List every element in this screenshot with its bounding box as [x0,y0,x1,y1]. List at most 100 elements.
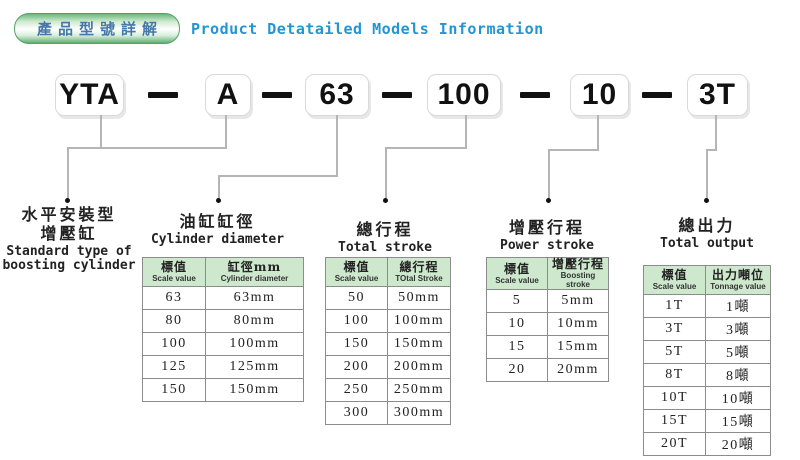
section-total-output: 總出力 Total output [637,216,777,251]
header-zh: 標值 [661,268,688,282]
value-cell: 125mm [205,355,304,379]
section-title-en: Cylinder diameter [150,232,285,247]
scale-cell: 250 [325,378,388,402]
header-zh: 標值 [343,260,370,274]
section-title-zh: 水平安裝型 [21,205,117,224]
scale-cell: 15T [643,409,706,433]
connector-line [225,115,227,149]
header-en: Scale value [334,274,379,283]
connector-line [465,115,467,149]
model-segment-box-type: A [205,74,251,116]
column-header-cylinder-diameter: 缸徑mm Cylinder diameter [205,257,304,287]
section-total-stroke: 總行程 Total stroke [315,220,455,255]
model-separator-dash [382,92,412,98]
model-segment-box-power: 10 [570,74,629,116]
connector-line [548,149,550,198]
cylinder-diameter-table: 標值 Scale value 缸徑mm Cylinder diameter 63… [142,257,304,402]
value-cell: 10噸 [705,386,771,410]
header-zh: 增壓行程 [551,257,604,271]
connector-line [385,147,387,198]
value-cell: 80mm [205,309,304,333]
value-cell: 100mm [205,332,304,356]
header-en: Tonnage value [710,282,766,291]
scale-cell: 80 [142,309,206,333]
value-cell: 20噸 [705,432,771,456]
table-header-row: 標值 Scale value 出力噸位 Tonnage value [643,265,771,295]
column-header-scale-value: 標值 Scale value [486,257,548,290]
connector-line [548,149,599,151]
model-separator-dash [642,92,672,98]
section-badge: 產品型號詳解 [14,13,180,44]
section-title-zh: 總行程 [356,220,414,239]
scale-cell: 10 [486,312,548,336]
value-cell: 8噸 [705,363,771,387]
section-title-en: Total output [660,236,754,251]
scale-cell: 125 [142,355,206,379]
model-segment-box-series: YTA [55,74,124,116]
section-title-en: Power stroke [500,238,594,253]
connector-line [218,175,220,198]
value-cell: 15噸 [705,409,771,433]
scale-cell: 20 [486,358,548,382]
bullet-dot [546,198,551,203]
column-header-scale-value: 標值 Scale value [325,257,388,287]
section-cylinder-diameter: 油缸缸徑 Cylinder diameter [135,212,300,247]
value-cell: 150mm [387,332,451,356]
header-zh: 缸徑mm [227,260,282,274]
scale-cell: 5 [486,289,548,313]
model-separator-dash [520,92,550,98]
section-standard-type: 水平安裝型 增壓缸 Standard type of boosting cyli… [0,205,138,273]
header-zh: 標值 [503,261,530,276]
header-en: Scale value [652,282,697,291]
value-cell: 300mm [387,401,451,425]
section-title-zh: 總出力 [678,216,736,235]
scale-cell: 8T [643,363,706,387]
value-cell: 250mm [387,378,451,402]
section-title-en: boosting cylinder [2,258,136,273]
scale-cell: 100 [142,332,206,356]
table-header-row: 標值 Scale value 缸徑mm Cylinder diameter [142,257,304,287]
scale-cell: 150 [142,378,206,402]
connector-line [385,147,467,149]
connector-line [336,115,338,177]
value-cell: 10mm [547,312,609,336]
value-cell: 20mm [547,358,609,382]
model-segment-box-output: 3T [687,74,748,116]
column-header-boosting-stroke: 增壓行程 Boosting stroke [547,257,609,290]
scale-cell: 200 [325,355,388,379]
value-cell: 3噸 [705,317,771,341]
section-power-stroke: 增壓行程 Power stroke [477,218,617,253]
value-cell: 150mm [205,378,304,402]
scale-cell: 300 [325,401,388,425]
page-title: Product Detatailed Models Information [191,20,544,38]
model-separator-dash [262,92,292,98]
bullet-dot [65,198,70,203]
value-cell: 1噸 [705,294,771,318]
connector-line [218,175,338,177]
header-en: Scale value [495,275,539,285]
scale-cell: 150 [325,332,388,356]
badge-label: 產品型號詳解 [36,20,163,38]
scale-cell: 15 [486,335,548,359]
scale-cell: 20T [643,432,706,456]
